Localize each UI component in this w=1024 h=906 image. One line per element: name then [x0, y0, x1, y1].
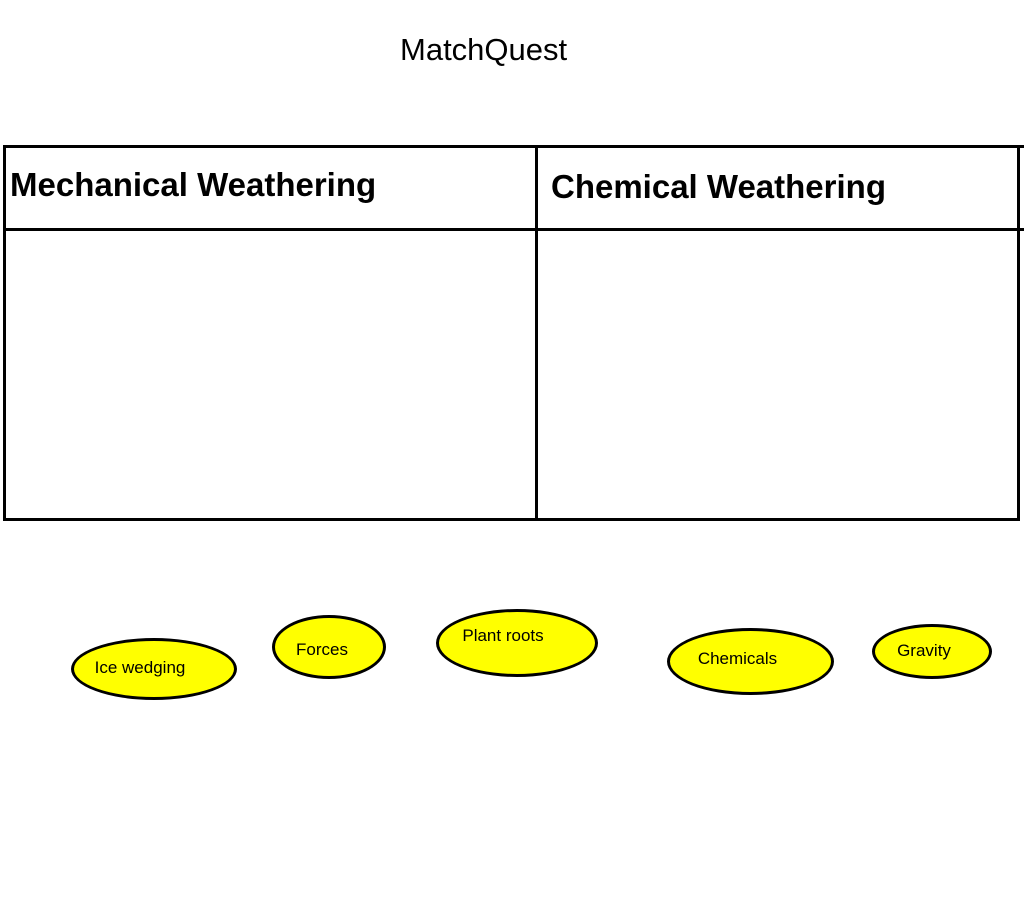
column-header-chemical-weathering: Chemical Weathering: [551, 168, 886, 205]
token-label: Forces: [296, 639, 348, 659]
token-gravity[interactable]: Gravity: [872, 624, 992, 679]
token-label: Chemicals: [697, 649, 778, 668]
token-label: Ice wedging: [94, 657, 186, 677]
token-chemicals[interactable]: Chemicals: [667, 628, 834, 695]
header-divider: [3, 228, 1024, 231]
token-ice-wedging[interactable]: Ice wedging: [71, 638, 237, 700]
table-right-border: [1017, 145, 1020, 521]
table-left-border: [3, 145, 6, 521]
token-label: Gravity: [897, 641, 951, 660]
mechanical-weathering-drop-zone[interactable]: [6, 231, 535, 518]
table-bottom-border: [3, 518, 1020, 521]
table-top-border: [3, 145, 1024, 148]
token-plant-roots[interactable]: Plant roots: [436, 609, 598, 677]
page-title: MatchQuest: [400, 32, 568, 67]
token-forces[interactable]: Forces: [272, 615, 386, 679]
column-divider: [535, 148, 538, 521]
chemical-weathering-drop-zone[interactable]: [538, 231, 1017, 518]
column-header-mechanical-weathering: Mechanical Weathering: [10, 166, 377, 203]
token-label: Plant roots: [462, 625, 544, 645]
